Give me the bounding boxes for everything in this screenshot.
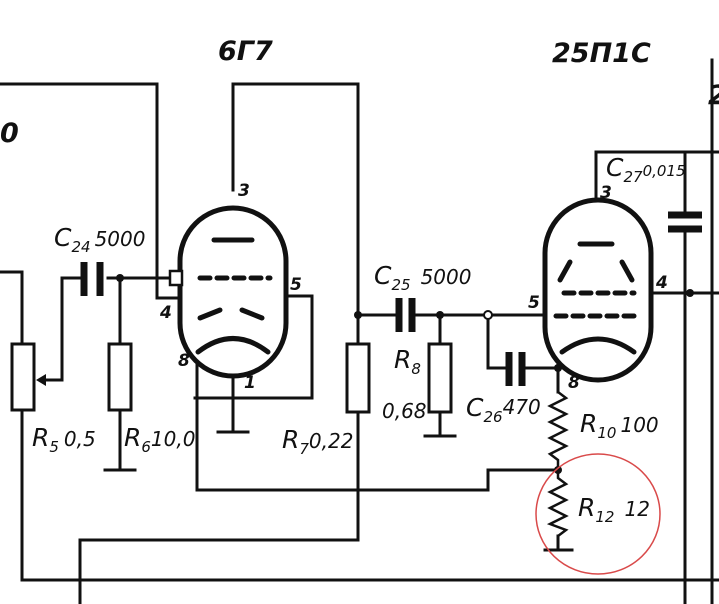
v2-pin-5: 5 [528, 293, 540, 313]
v1-pin-4: 4 [159, 303, 172, 323]
r12-highlight-circle [535, 453, 661, 575]
tube-25p1s [542, 197, 654, 383]
wire-input-left [0, 270, 24, 346]
wire-r5-wiper [40, 276, 82, 382]
capacitor-c27 [668, 211, 702, 233]
v2-pin-8: 8 [568, 373, 580, 393]
junction-dot [436, 311, 444, 319]
edge-mark-right: 2 [708, 80, 719, 111]
r8-value: 0,68 [382, 399, 427, 423]
tube-25p1s-label: 25П1С [552, 38, 651, 69]
v2-pin-3: 3 [600, 183, 612, 203]
wire-top-left [0, 82, 180, 300]
c26-label: C26470 [466, 393, 541, 426]
wire-anode-v2 [594, 150, 719, 220]
tube-25p1s-beam-r [619, 259, 635, 283]
v2-pin-4: 4 [655, 273, 668, 293]
junction-dot [116, 274, 124, 282]
v1-pin-3: 3 [238, 181, 250, 201]
tube-6g7-cathode [195, 336, 271, 355]
capacitor-c25 [395, 298, 416, 332]
tube-25p1s-cathode [559, 336, 637, 355]
tube-6g7 [168, 205, 289, 379]
r6-label: R610,0 [124, 423, 195, 456]
tube-6g7-grid-cap [168, 269, 184, 287]
wire-b-plus [78, 538, 360, 604]
r7-label: R70,22 [282, 425, 353, 458]
tube-25p1s-beam-l [557, 259, 573, 283]
r8-label: R8 [394, 345, 421, 378]
resistor-r6 [107, 342, 133, 412]
v1-pin-8: 8 [178, 351, 190, 371]
resistor-r5 [10, 342, 36, 412]
wire-pin5-loop [193, 294, 314, 400]
tube-25p1s-envelope [542, 197, 654, 383]
wire-anode-v1 [231, 82, 360, 346]
tube-6g7-diode-b [239, 307, 265, 321]
junction-dot [483, 310, 493, 320]
wire-heater-8 [195, 350, 560, 492]
tube-6g7-label: 6Г7 [218, 36, 273, 67]
tube-6g7-diode-a [197, 307, 223, 321]
resistor-r7 [345, 342, 371, 414]
tube-6g7-envelope [177, 205, 289, 379]
junction-dot [354, 311, 362, 319]
resistor-r5-wiper [36, 374, 46, 386]
edge-mark-left: 0 [0, 118, 19, 149]
resistor-r10 [547, 391, 569, 470]
wire-c26-left [486, 313, 507, 370]
v1-pin-5: 5 [290, 275, 302, 295]
c27-label: C270,015 [606, 153, 686, 186]
capacitor-c24 [80, 262, 104, 296]
resistor-r12 [546, 470, 569, 537]
junction-dot [686, 289, 694, 297]
resistor-r8 [427, 342, 453, 414]
v1-pin-1: 1 [244, 373, 256, 393]
capacitor-c26 [505, 352, 526, 386]
